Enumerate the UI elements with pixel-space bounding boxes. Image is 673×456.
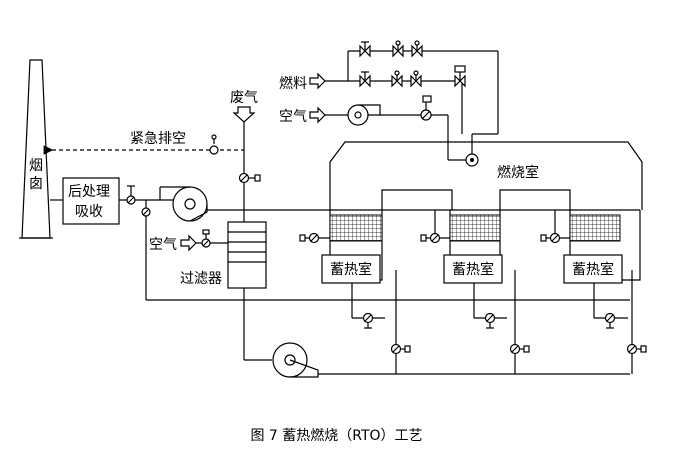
waste-gas-valve-icon bbox=[238, 172, 261, 184]
chimney-label-line2: 囱 bbox=[29, 176, 43, 192]
emergency-exhaust-line: 紧急排空 bbox=[43, 131, 244, 155]
post-treatment-absorber: 后处理 吸收 bbox=[62, 177, 120, 225]
waste-gas-label: 废气 bbox=[230, 90, 258, 106]
emergency-exhaust-label: 紧急排空 bbox=[130, 131, 186, 147]
fuel-air-supply: 燃料 bbox=[279, 40, 499, 161]
post-treatment-line2: 吸收 bbox=[75, 204, 103, 220]
air-control-valve-icon bbox=[420, 95, 432, 121]
exhaust-fan-icon bbox=[159, 186, 208, 222]
regenerator-1: 蓄热室 bbox=[321, 189, 453, 284]
combustion-chamber: 燃烧室 bbox=[329, 141, 643, 210]
regenerator-2: 蓄热室 bbox=[443, 189, 571, 284]
fuel-bypass-valve-2-icon bbox=[392, 40, 404, 58]
figure-caption: 图 7 蓄热燃烧（RTO）工艺 bbox=[250, 428, 423, 444]
chimney-label-line1: 烟 bbox=[29, 158, 43, 174]
fuel-valve-2-icon bbox=[391, 70, 403, 88]
post-treatment-line1: 后处理 bbox=[68, 184, 110, 200]
fuel-label: 燃料 bbox=[279, 75, 307, 92]
top-air-label: 空气 bbox=[279, 109, 307, 125]
combustion-chamber-label: 燃烧室 bbox=[497, 164, 539, 181]
absorber-outlet-valve-icon bbox=[126, 185, 136, 205]
combustion-air-fan-icon bbox=[325, 104, 381, 126]
filter-label: 过滤器 bbox=[180, 271, 222, 287]
fuel-valve-3-icon bbox=[410, 70, 422, 88]
post-treatment-label: 后处理 吸收 bbox=[68, 184, 114, 220]
chimney-label: 烟 囱 bbox=[29, 158, 47, 192]
waste-gas-inlet: 废气 bbox=[230, 90, 261, 222]
fuel-bypass-valve-1-icon bbox=[359, 41, 371, 58]
regenerator-2-label: 蓄热室 bbox=[452, 261, 494, 278]
regenerator-1-label: 蓄热室 bbox=[330, 261, 372, 278]
filter-air-inlet: 空气 bbox=[149, 229, 228, 253]
filter-air-label: 空气 bbox=[149, 237, 177, 253]
chimney: 烟 囱 bbox=[19, 59, 53, 239]
emergency-valve-icon bbox=[209, 134, 219, 155]
filter: 过滤器 bbox=[180, 221, 267, 289]
fuel-bypass-valve-3-icon bbox=[411, 40, 423, 58]
fuel-control-valve-icon bbox=[454, 65, 466, 88]
fuel-valve-1-icon bbox=[359, 71, 371, 88]
regenerator-3: 蓄热室 bbox=[563, 210, 641, 284]
lower-distribution bbox=[351, 270, 647, 374]
regenerator-side-valves bbox=[299, 209, 640, 244]
bypass-line bbox=[141, 200, 630, 301]
inlet-fan-icon bbox=[272, 342, 319, 378]
regenerator-3-label: 蓄热室 bbox=[572, 261, 614, 278]
